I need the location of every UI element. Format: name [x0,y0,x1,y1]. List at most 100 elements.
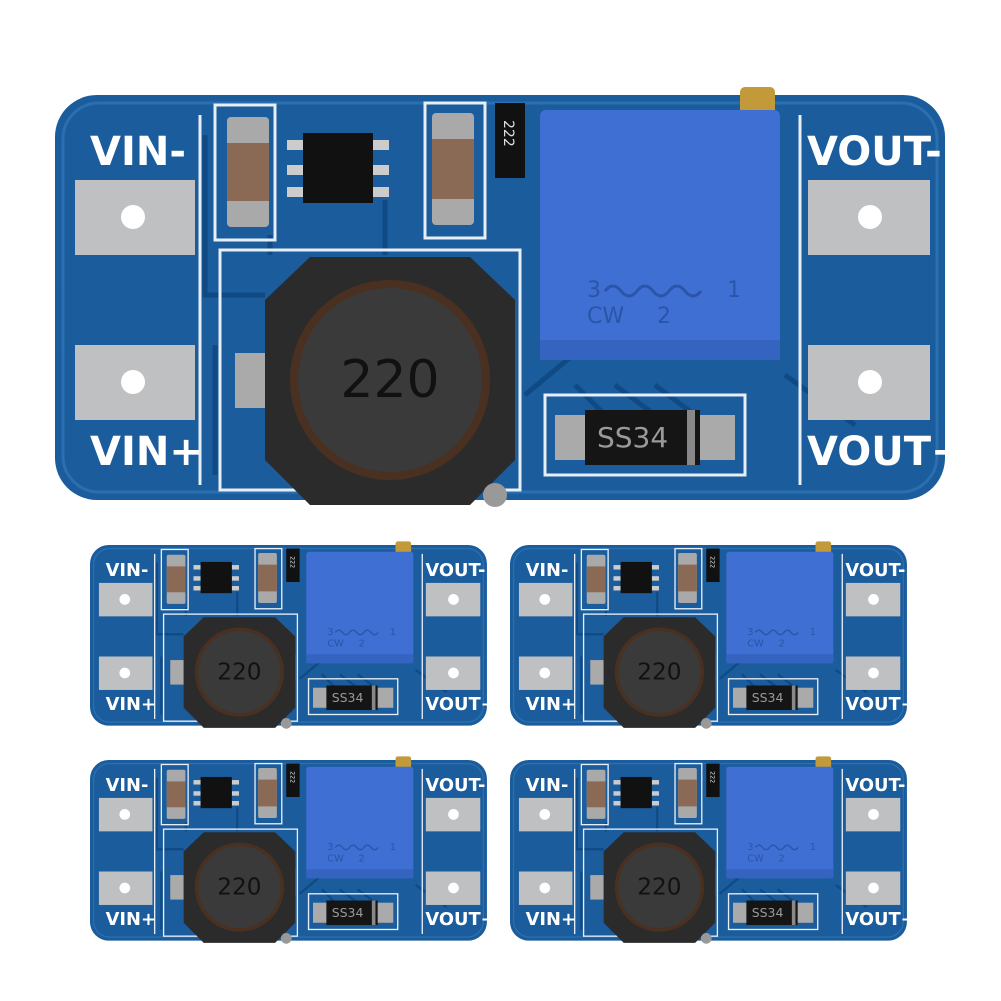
pad-vin-minus [75,180,195,255]
boost-module-large: VIN- VIN+ VOUT- VOUT+ 222 [55,87,965,507]
pad-vout-minus [425,797,481,832]
resistor-marking: 222 [708,771,715,783]
pad-vout-plus [425,656,481,690]
pot-pin3: 3 [747,842,753,853]
capacitor [258,768,277,818]
ic-chip [613,561,659,594]
trimmer-potentiometer: 3 1 CW 2 [306,756,414,879]
boost-module-small: VIN- VIN+ VOUT- VOUT+ 222 [510,541,916,729]
diode-marking: SS34 [752,905,784,920]
pot-cw: CW [327,854,344,865]
pot-cw: CW [747,854,764,865]
label-vout-minus: VOUT- [425,560,485,581]
capacitor [166,554,186,604]
pad-vout-plus [845,871,901,905]
pad-vout-plus [845,656,901,690]
pot-pin3: 3 [747,627,753,638]
pot-pin1: 1 [390,842,396,853]
pad-vout-plus [808,345,930,420]
board-body: VIN- VIN+ VOUT- VOUT+ 222 [510,756,916,944]
pot-pin3: 3 [327,627,333,638]
label-vout-plus: VOUT+ [845,694,915,715]
label-vin-minus: VIN- [526,775,569,796]
resistor: 222 [706,548,720,583]
pad-vout-minus [845,797,901,832]
inductor-marking: 220 [637,874,681,901]
boost-module-small: VIN- VIN+ VOUT- VOUT+ 222 [510,756,916,944]
schottky-diode: SS34 [733,900,814,926]
pad-vout-minus [845,582,901,617]
board-body: VIN- VIN+ VOUT- VOUT+ 222 [510,541,916,729]
pad-vin-plus [98,656,153,690]
inductor: 220 [590,832,716,944]
ic-chip [193,561,239,594]
capacitor [166,769,186,819]
pad-vin-minus [98,582,153,617]
boost-module-small: VIN- VIN+ VOUT- VOUT+ 222 [90,541,496,729]
capacitor [586,769,606,819]
pot-pin2: 2 [358,639,364,650]
label-vout-plus: VOUT+ [807,429,965,475]
capacitor [586,554,606,604]
inductor: 220 [235,257,515,507]
pad-vin-plus [518,871,573,905]
trimmer-potentiometer: 3 1 CW 2 [726,541,834,664]
pot-pin1: 1 [390,627,396,638]
pot-pin1: 1 [810,627,816,638]
resistor: 222 [495,103,525,178]
pad-vout-minus [425,582,481,617]
trimmer-potentiometer: 3 1 CW 2 [306,541,414,664]
diode-marking: SS34 [752,690,784,705]
label-vin-minus: VIN- [526,560,569,581]
label-vout-minus: VOUT- [807,129,942,175]
label-vout-plus: VOUT+ [425,909,495,930]
resistor: 222 [286,548,300,583]
resistor-marking: 222 [500,120,516,147]
pot-cw: CW [747,639,764,650]
pot-pin2: 2 [657,304,671,329]
pot-pin3: 3 [327,842,333,853]
capacitor [227,117,269,227]
capacitor [678,553,697,603]
pad-vin-plus [518,656,573,690]
pot-cw: CW [327,639,344,650]
label-vin-plus: VIN+ [526,694,576,715]
ic-chip [613,776,659,809]
label-vout-minus: VOUT- [425,775,485,796]
label-vin-minus: VIN- [106,775,149,796]
pad-vout-plus [425,871,481,905]
board-body: VIN- VIN+ VOUT- VOUT+ 222 [90,756,496,944]
ic-chip [193,776,239,809]
label-vin-minus: VIN- [106,560,149,581]
pot-pin1: 1 [810,842,816,853]
label-vout-plus: VOUT+ [845,909,915,930]
resistor: 222 [706,763,720,798]
board-body: VIN- VIN+ VOUT- VOUT+ 222 [55,87,965,507]
pad-vin-plus [98,871,153,905]
board-body: VIN- VIN+ VOUT- VOUT+ 222 [90,541,496,729]
diode-marking: SS34 [332,690,364,705]
label-vin-plus: VIN+ [106,909,156,930]
silkscreen [154,547,423,722]
pot-pin3: 3 [587,278,601,303]
label-vout-minus: VOUT- [845,775,905,796]
label-vout-minus: VOUT- [845,560,905,581]
pot-cw: CW [587,304,624,329]
label-vin-plus: VIN+ [526,909,576,930]
inductor: 220 [590,617,716,729]
label-vin-plus: VIN+ [90,429,203,475]
trimmer-potentiometer: 3 1 CW 2 [540,87,780,360]
label-vin-minus: VIN- [90,129,186,175]
diode-marking: SS34 [332,905,364,920]
schottky-diode: SS34 [733,685,814,711]
pad-vout-minus [808,180,930,255]
capacitor [432,113,474,225]
inductor: 220 [170,832,296,944]
capacitor [678,768,697,818]
resistor-marking: 222 [288,556,295,568]
inductor-marking: 220 [217,874,261,901]
schottky-diode: SS34 [313,685,394,711]
resistor-marking: 222 [708,556,715,568]
